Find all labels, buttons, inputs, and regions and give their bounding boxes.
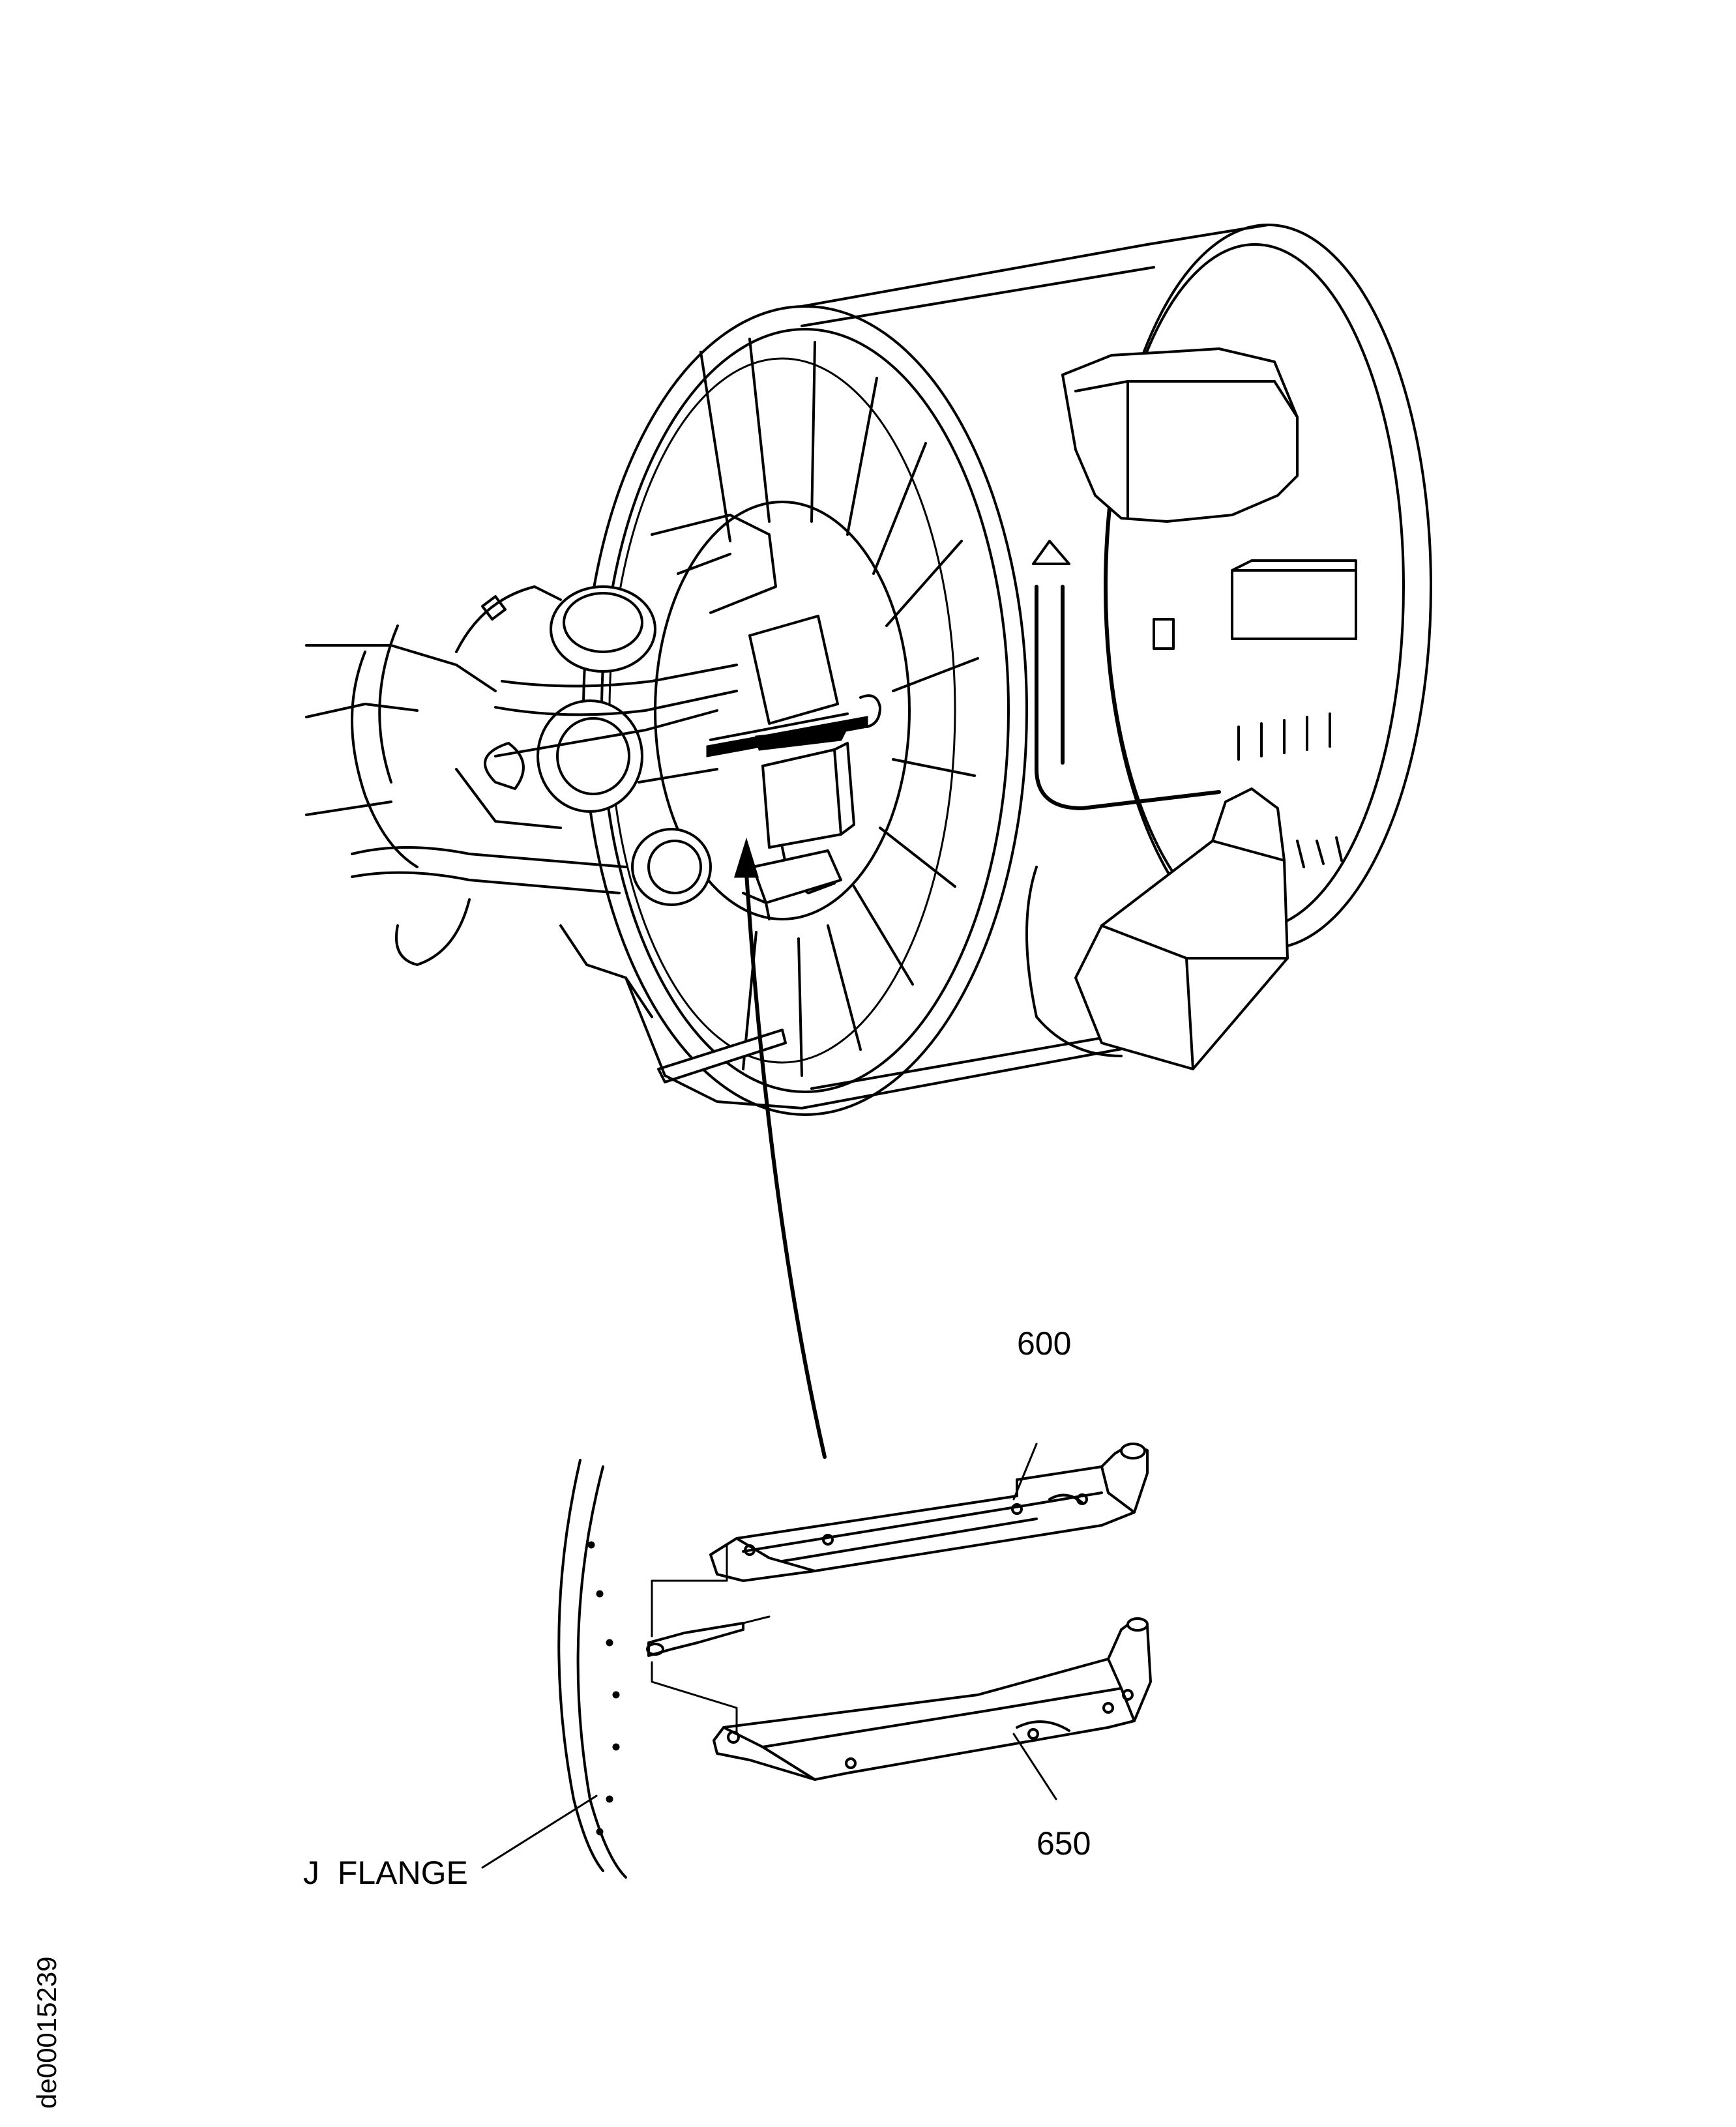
hub-mount-region xyxy=(651,514,881,1083)
part-number-650-label: 650 xyxy=(1037,1825,1091,1862)
engine-fan-case-assembly xyxy=(305,224,1432,1116)
j-flange-label: J FLANGE xyxy=(303,1855,468,1891)
drawing-id-label: de00015239 xyxy=(31,1956,62,2109)
j-flange xyxy=(481,1459,771,1879)
part-number-600-label: 600 xyxy=(1017,1325,1071,1362)
installation-leader-arrow xyxy=(733,837,827,1459)
case-details xyxy=(1032,540,1357,868)
bracket-600 xyxy=(709,1443,1149,1582)
upper-accessory-box xyxy=(1061,347,1299,523)
bracket-650 xyxy=(713,1617,1152,1800)
front-gearbox-piping xyxy=(305,585,803,1109)
lower-electronics-box xyxy=(1025,787,1289,1070)
